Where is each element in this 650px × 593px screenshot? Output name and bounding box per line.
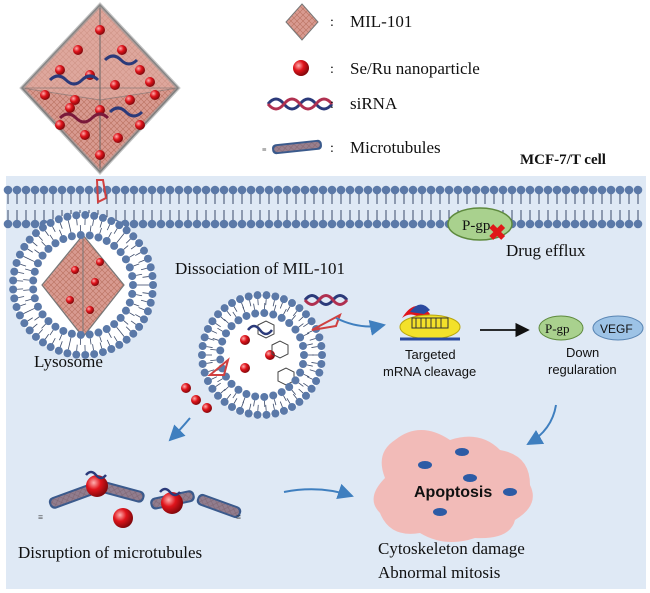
legend: : MIL-101 : Se/Ru nanoparticle : siRNA ≡… <box>262 3 480 157</box>
svg-text:≡: ≡ <box>38 512 43 522</box>
disrupted-microtubules: ≡ ≡ <box>38 470 242 528</box>
mil101-octahedron <box>19 2 181 175</box>
lysosome-dissociated <box>198 291 326 419</box>
apoptotic-cell <box>373 430 533 542</box>
svg-text::: : <box>330 62 334 77</box>
regularation-label: regularation <box>548 362 617 377</box>
pgp-pump: P-gp ✖ <box>447 207 513 245</box>
drug-efflux-label: Drug efflux <box>506 241 586 260</box>
svg-text::: : <box>330 141 334 156</box>
nanoparticle-icon <box>293 60 309 76</box>
mil101-icon <box>285 3 319 41</box>
lysosome-label: Lysosome <box>34 352 103 371</box>
pgp-label: P-gp <box>462 218 490 234</box>
svg-text:≡: ≡ <box>236 512 241 522</box>
down-label: Down <box>566 345 599 360</box>
entry-pore <box>95 179 108 204</box>
cytoskeleton-damage-label: Cytoskeleton damage <box>378 539 525 558</box>
pgp-down-label: P-gp <box>545 321 570 336</box>
arrow-to-cleavage <box>335 317 386 336</box>
abnormal-mitosis-label: Abnormal mitosis <box>378 563 500 582</box>
arrow-to-apoptosis-left <box>283 483 354 500</box>
dissociation-label: Dissociation of MIL-101 <box>175 259 345 278</box>
cell-label: MCF-7/T cell <box>520 152 606 168</box>
svg-text:≡: ≡ <box>262 145 267 154</box>
svg-text::: : <box>330 97 334 112</box>
sirna-icon <box>266 97 334 111</box>
mrna-cleavage-label: mRNA cleavage <box>383 364 476 379</box>
vegf-label: VEGF <box>600 322 633 336</box>
targeted-label: Targeted <box>405 347 456 362</box>
legend-nanoparticle-label: Se/Ru nanoparticle <box>350 59 480 78</box>
arrow-to-microtubules <box>168 417 191 442</box>
microtubule-icon: ≡ <box>262 139 322 155</box>
arrow-to-apoptosis-right <box>526 404 557 446</box>
legend-mil101-label: MIL-101 <box>350 12 412 31</box>
pgp-down-badge <box>538 315 584 341</box>
legend-microtubules-label: Microtubules <box>350 138 441 157</box>
risc-complex-icon <box>399 304 461 341</box>
vegf-badge <box>592 315 644 341</box>
apoptosis-label: Apoptosis <box>414 484 492 501</box>
lysosome <box>9 211 157 359</box>
disruption-label: Disruption of microtubules <box>18 543 202 562</box>
blocked-icon: ✖ <box>488 220 506 245</box>
legend-sirna-label: siRNA <box>350 94 398 113</box>
svg-text::: : <box>330 15 334 30</box>
